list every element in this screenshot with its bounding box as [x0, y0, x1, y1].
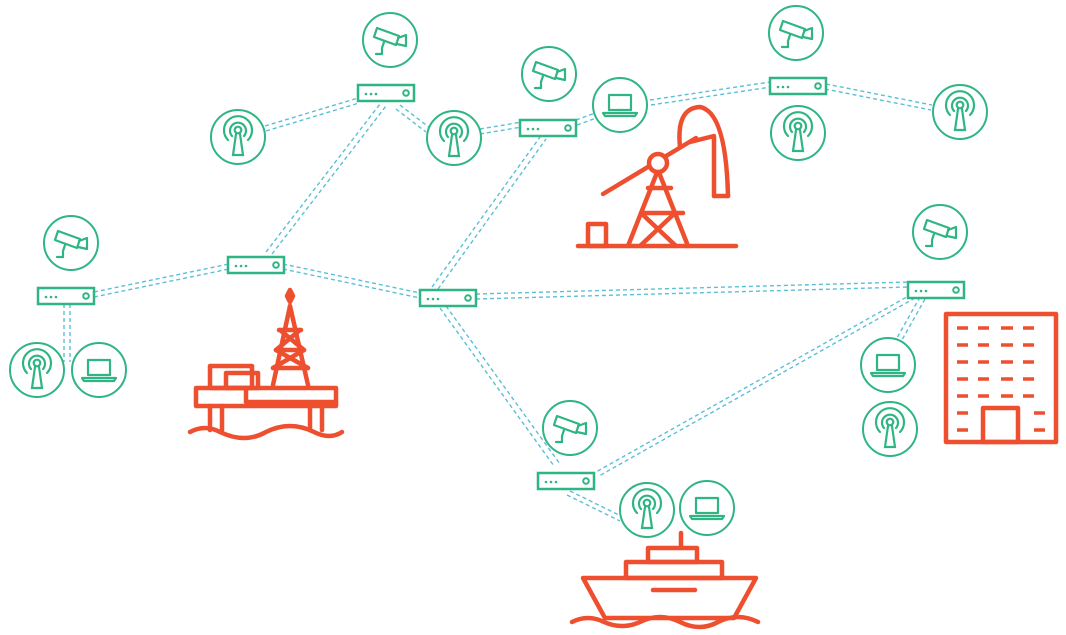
antenna-icon — [769, 104, 827, 162]
antenna-icon — [618, 481, 676, 539]
laptop-icon — [591, 76, 649, 134]
antenna-icon — [8, 341, 66, 399]
oil-pumpjack-icon — [575, 104, 739, 249]
devices — [8, 4, 989, 539]
router-left — [36, 286, 96, 306]
building-windows — [957, 326, 1045, 432]
laptop-icon — [678, 479, 736, 537]
offshore-oil-rig-icon — [187, 287, 345, 441]
camera-icon — [767, 4, 825, 62]
laptop-icon — [70, 341, 128, 399]
router-center — [418, 288, 478, 308]
antenna-icon — [931, 83, 989, 141]
router-bottom — [536, 471, 596, 491]
camera-icon — [520, 45, 578, 103]
camera-icon — [911, 203, 969, 261]
laptop-icon — [859, 336, 917, 394]
ship-icon — [569, 530, 761, 630]
camera-icon — [361, 11, 419, 69]
router-mid-top — [518, 118, 578, 138]
router-center-left — [226, 255, 286, 275]
camera-icon — [541, 399, 599, 457]
office-building-icon — [943, 311, 1059, 445]
router-top-center — [356, 83, 416, 103]
antenna-icon — [209, 108, 267, 166]
antenna-icon — [861, 400, 919, 458]
router-right — [906, 280, 966, 300]
antenna-icon — [425, 109, 483, 167]
camera-icon — [42, 214, 100, 272]
network-links — [63, 81, 933, 522]
router-top-right — [768, 76, 828, 96]
